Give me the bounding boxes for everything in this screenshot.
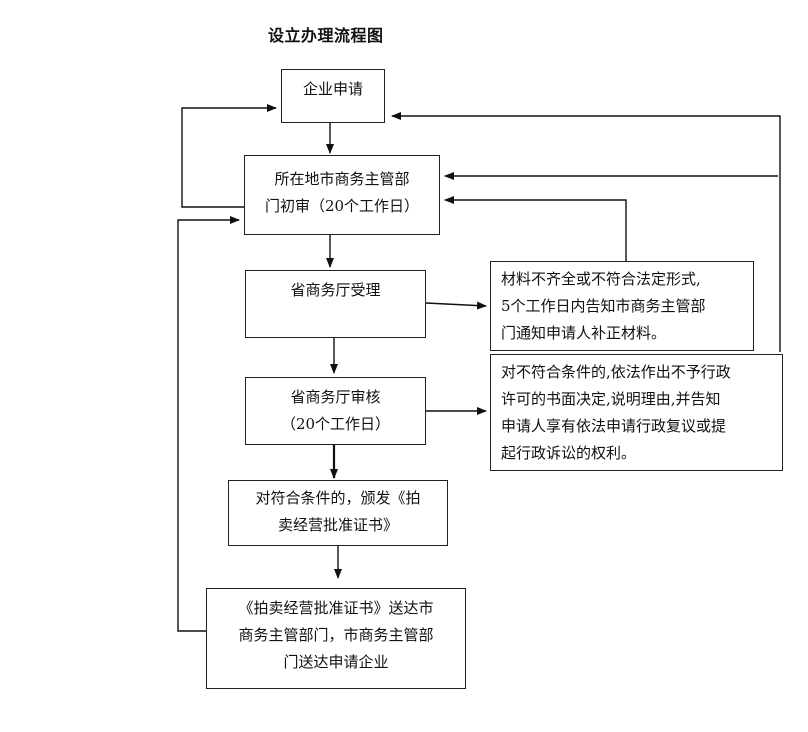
box-deliver-line1: 《拍卖经营批准证书》送达市 (238, 599, 434, 617)
arrow-accept-to-incomplete (425, 301, 487, 310)
box-incomplete-line1: 材料不齐全或不符合法定形式, (501, 270, 701, 288)
box-incomplete-line3: 门通知申请人补正材料。 (501, 324, 667, 342)
loop-deliver-to-initial (177, 216, 240, 632)
box-approve-line1: 对符合条件的，颁发《拍 (255, 489, 421, 507)
box-incomplete-line2: 5个工作日内告知市商务主管部 (501, 297, 706, 315)
loop-incomplete-to-initial (444, 196, 627, 261)
box-company-apply-text: 企业申请 (302, 80, 363, 98)
box-initial-review-line1: 所在地市商务主管部 (274, 170, 410, 188)
box-reject-line2: 许可的书面决定,说明理由,并告知 (501, 390, 721, 408)
box-dept-review: 省商务厅审核 （20个工作日） (245, 377, 426, 445)
loop-right-to-apply (391, 112, 781, 352)
box-deliver-line3: 门送达申请企业 (283, 653, 389, 671)
box-approve-issue: 对符合条件的，颁发《拍 卖经营批准证书》 (228, 480, 448, 546)
diagram-title: 设立办理流程图 (268, 26, 384, 45)
box-reject-line3: 申请人享有依法申请行政复议或提 (501, 417, 727, 435)
box-dept-review-line1: 省商务厅审核 (290, 388, 381, 406)
loop-initial-back-to-apply (181, 104, 277, 208)
box-dept-accept-text: 省商务厅受理 (290, 281, 381, 299)
box-reject-decision: 对不符合条件的,依法作出不予行政 许可的书面决定,说明理由,并告知 申请人享有依… (490, 354, 783, 471)
box-dept-review-line2: （20个工作日） (280, 415, 391, 433)
box-dept-accept: 省商务厅受理 (245, 270, 426, 338)
box-approve-line2: 卖经营批准证书》 (277, 516, 398, 534)
box-incomplete-materials: 材料不齐全或不符合法定形式, 5个工作日内告知市商务主管部 门通知申请人补正材料… (490, 261, 754, 351)
box-company-apply: 企业申请 (281, 69, 385, 123)
box-initial-review: 所在地市商务主管部 门初审（20个工作日） (244, 155, 440, 235)
box-reject-line1: 对不符合条件的,依法作出不予行政 (501, 363, 731, 381)
box-certificate-delivery: 《拍卖经营批准证书》送达市 商务主管部门，市商务主管部 门送达申请企业 (206, 588, 466, 689)
box-deliver-line2: 商务主管部门，市商务主管部 (238, 626, 434, 644)
box-reject-line4: 起行政诉讼的权利。 (501, 444, 637, 462)
box-initial-review-line2: 门初审（20个工作日） (264, 197, 420, 215)
